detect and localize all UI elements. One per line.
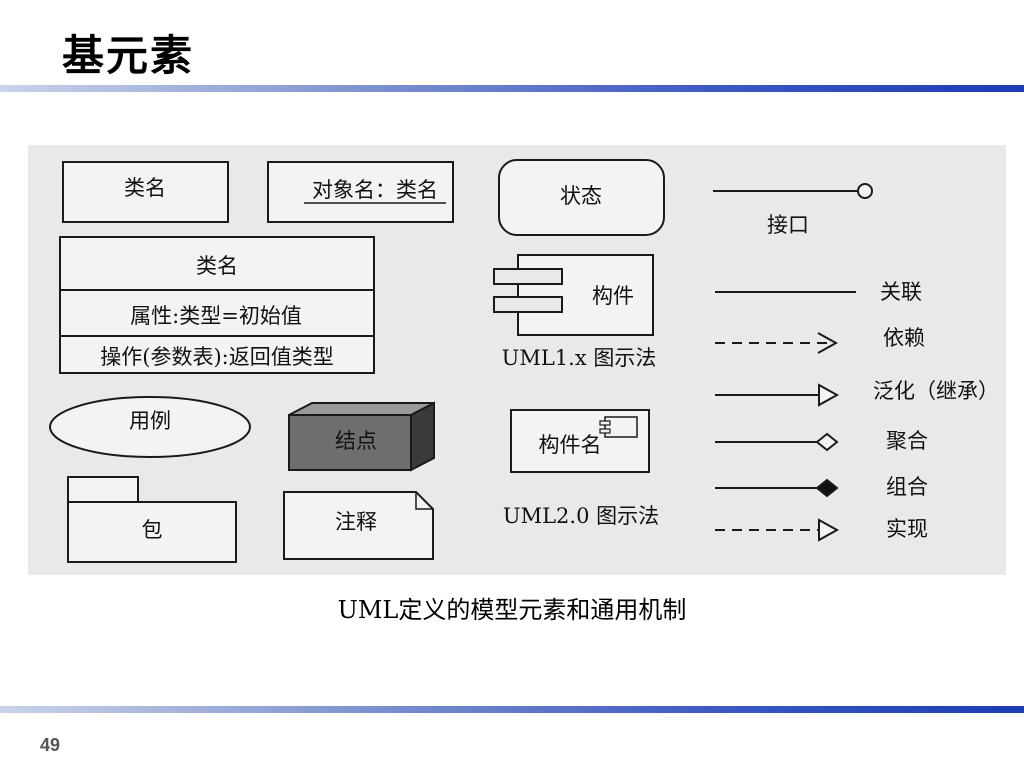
note-label: 注释 (335, 510, 377, 534)
bottom-divider (0, 706, 1024, 713)
component-1x-tab-bottom (493, 296, 563, 313)
component-1x-tab-top (493, 268, 563, 285)
aggregation-diamond (815, 432, 839, 452)
node-top-face (288, 402, 435, 416)
component-20-label: 构件名 (539, 433, 602, 457)
class-detail-attribute: 属性:类型=初始值 (130, 304, 302, 328)
top-divider (0, 85, 1024, 92)
note-shape (283, 491, 434, 560)
class-name-label: 类名 (124, 176, 166, 200)
slide-title: 基元素 (62, 31, 195, 80)
node-side-face (410, 401, 435, 472)
component-20-box (510, 409, 650, 473)
uml-figure-svg: 类名 对象名：类名 状态 接口 类名 属性:类型=初始值 操作(参数表):返回值… (49, 159, 999, 563)
state-label: 状态 (560, 184, 602, 208)
interface-circle (857, 183, 873, 199)
aggregation-label: 聚合 (886, 429, 928, 453)
component-20-icon-tab-top (599, 420, 611, 426)
dependency-arrowhead (817, 332, 839, 354)
object-label: 对象名：类名 (312, 178, 438, 202)
node-label: 结点 (335, 429, 377, 453)
class-detail-operation: 操作(参数表):返回值类型 (100, 345, 333, 369)
uml-figure: 类名 对象名：类名 状态 接口 类名 属性:类型=初始值 操作(参数表):返回值… (28, 145, 1006, 575)
package-label: 包 (142, 518, 163, 542)
component-20-icon (604, 416, 638, 438)
interface-label: 接口 (767, 213, 809, 237)
figure-caption: UML定义的模型元素和通用机制 (337, 596, 687, 624)
uml20-caption: UML2.0 图示法 (503, 504, 659, 528)
composition-label: 组合 (886, 475, 928, 499)
composition-diamond (815, 478, 839, 498)
use-case-ellipse (49, 396, 251, 458)
page-number: 49 (40, 735, 61, 755)
class-box (62, 161, 229, 223)
package-tab (67, 476, 139, 503)
uml1x-caption: UML1.x 图示法 (502, 346, 657, 370)
state-box (498, 159, 665, 236)
generalization-label: 泛化（继承） (873, 379, 999, 403)
realization-label: 实现 (886, 517, 928, 541)
package-body (67, 501, 237, 563)
component-1x-label: 构件 (592, 284, 634, 308)
node-front-face (288, 414, 412, 471)
note-fold (415, 492, 433, 510)
class-detail-name: 类名 (196, 254, 238, 278)
realization-arrowhead (818, 518, 840, 542)
component-20-icon-tab-bottom (599, 428, 611, 434)
association-label: 关联 (880, 280, 922, 304)
object-box (267, 161, 454, 223)
use-case-label: 用例 (129, 409, 171, 433)
dependency-label: 依赖 (883, 326, 925, 350)
class-detail-box (59, 236, 375, 374)
generalization-arrowhead (818, 383, 840, 407)
